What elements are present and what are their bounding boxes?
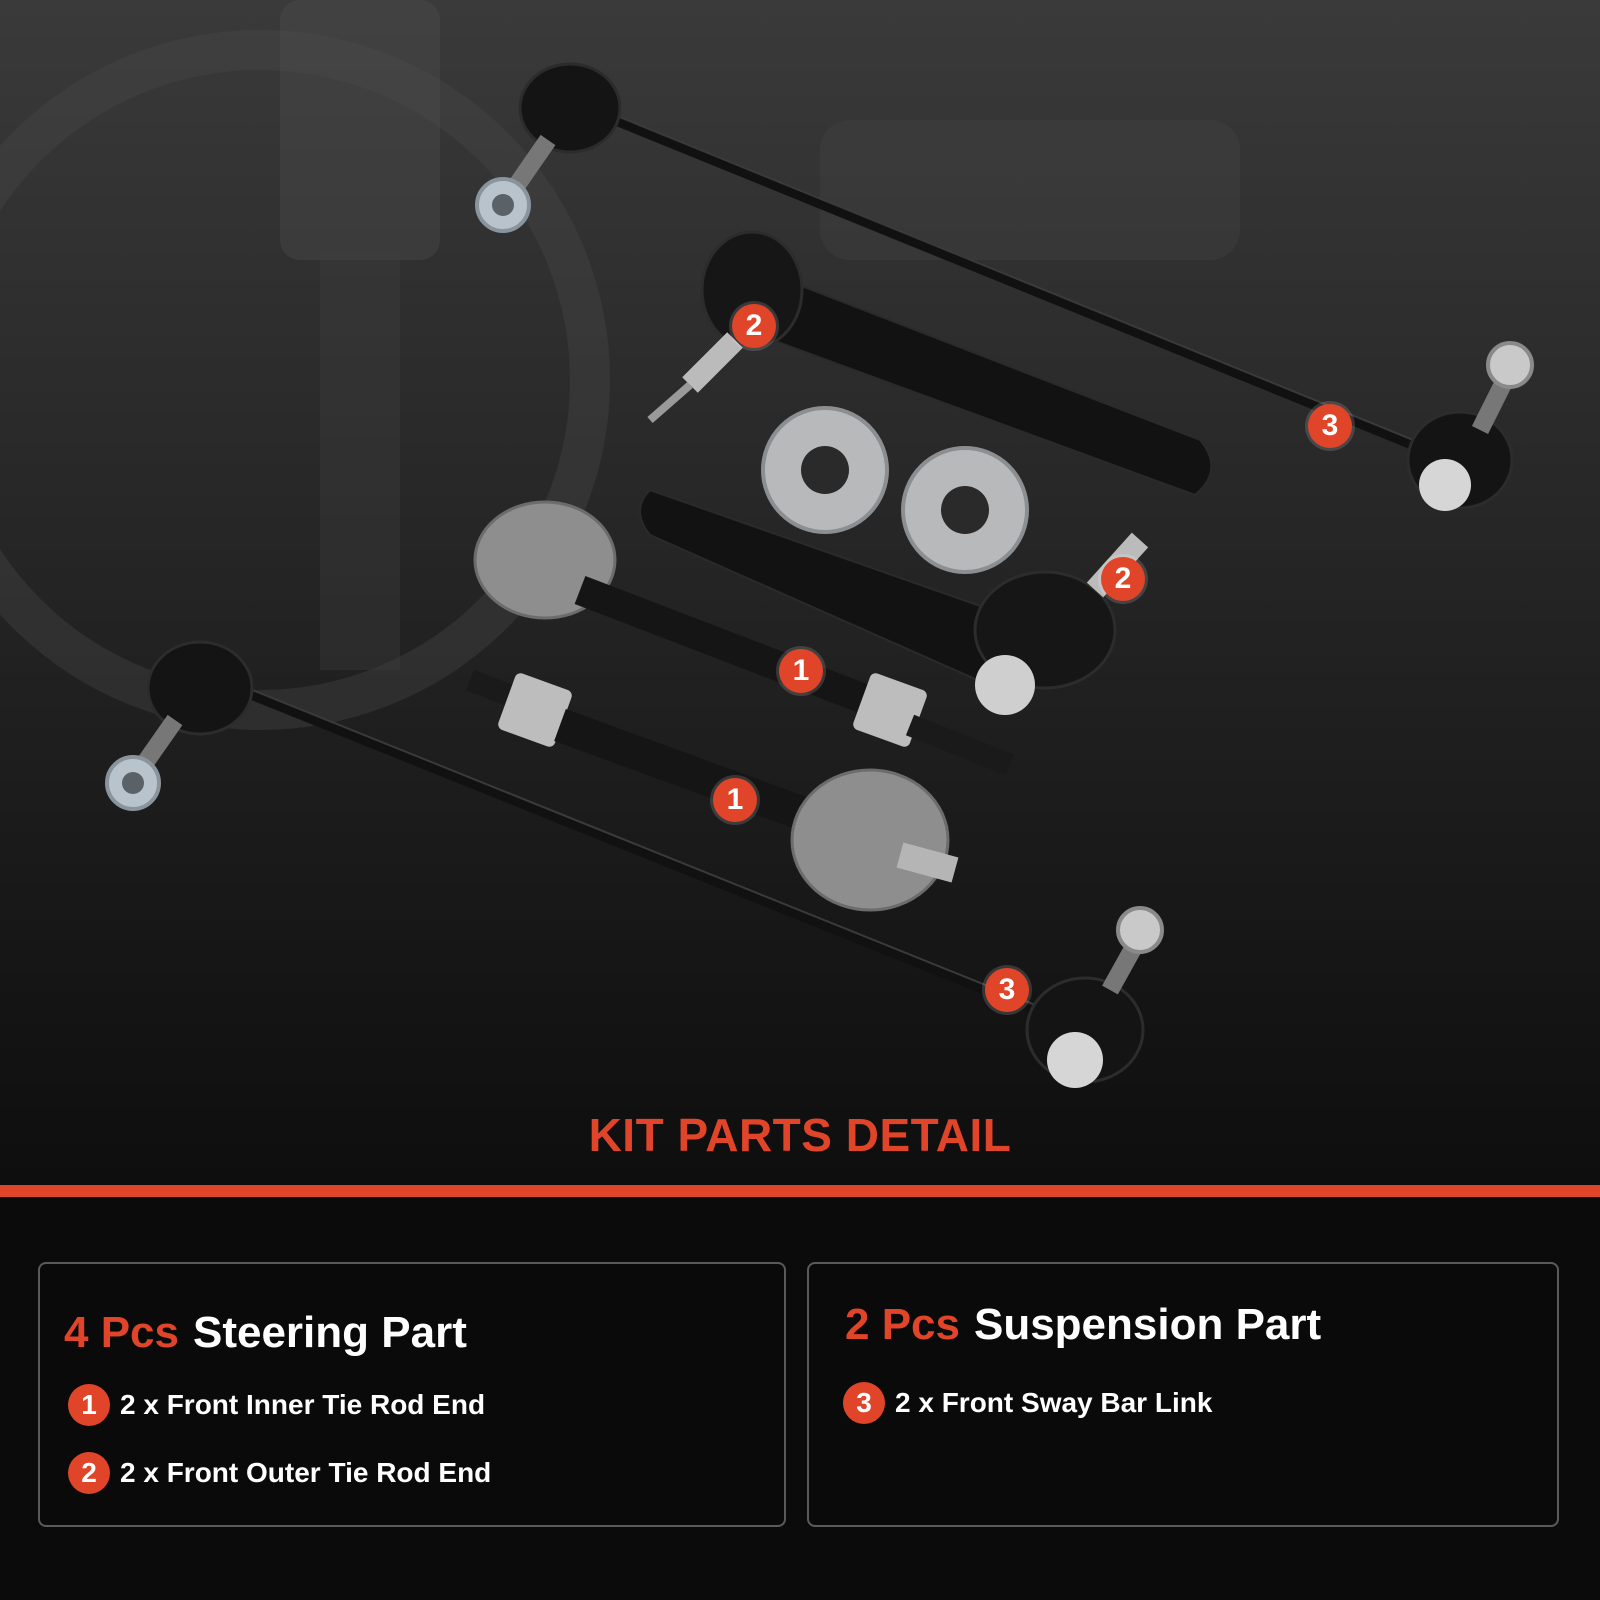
- section-title: KIT PARTS DETAIL: [588, 1109, 1012, 1161]
- number-badge: 2: [68, 1452, 110, 1494]
- parts-illustration: [0, 0, 1534, 1088]
- number-badge: 3: [843, 1382, 885, 1424]
- callout-badge-2: 2: [732, 304, 776, 348]
- steering-name: Steering Part: [192, 1308, 467, 1357]
- item-label: 2 x Front Inner Tie Rod End: [120, 1389, 486, 1420]
- accent-divider: [0, 1185, 1600, 1197]
- suspension-part-panel: 2 Pcs Suspension Part 3 2 x Front Sway Ba…: [807, 1262, 1559, 1527]
- list-item: 1 2 x Front Inner Tie Rod End: [68, 1384, 485, 1426]
- suspension-count: 2 Pcs: [845, 1300, 960, 1349]
- list-item: 3 2 x Front Sway Bar Link: [843, 1382, 1212, 1424]
- number-badge: 1: [68, 1384, 110, 1426]
- sway-bar-link-top: [475, 62, 1534, 511]
- suspension-heading: 2 Pcs Suspension Part: [845, 1300, 1321, 1350]
- callout-badge-3: 3: [985, 968, 1029, 1012]
- sway-bar-link-bottom: [105, 640, 1164, 1088]
- callout-badge-1: 1: [713, 778, 757, 822]
- background-strut: [320, 250, 400, 670]
- callout-badge-2: 2: [1101, 557, 1145, 601]
- inner-tie-rod-upper: [473, 500, 1015, 776]
- product-photo: 1 1 2 2 3 3 KIT PARTS DETAIL: [0, 0, 1600, 1185]
- outer-tie-rod-top: [647, 230, 1213, 497]
- steering-part-panel: 4 Pcs Steering Part 1 2 x Front Inner Tie…: [38, 1262, 786, 1527]
- list-item: 2 2 x Front Outer Tie Rod End: [68, 1452, 491, 1494]
- background-bracket: [820, 120, 1240, 260]
- item-label: 2 x Front Sway Bar Link: [895, 1387, 1213, 1418]
- inner-tie-rod-lower: [466, 669, 959, 912]
- background-strut-boot: [280, 0, 440, 260]
- suspension-name: Suspension Part: [973, 1300, 1322, 1349]
- steering-heading: 4 Pcs Steering Part: [64, 1308, 467, 1358]
- callout-badge-1: 1: [779, 649, 823, 693]
- item-label: 2 x Front Outer Tie Rod End: [120, 1457, 492, 1488]
- steering-count: 4 Pcs: [64, 1308, 179, 1357]
- callout-badge-3: 3: [1308, 404, 1352, 448]
- background-wheel: [0, 30, 610, 730]
